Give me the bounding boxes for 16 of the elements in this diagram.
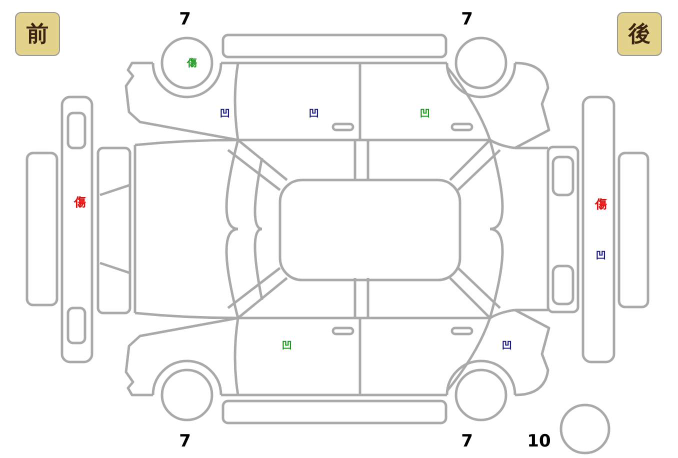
count-number: 7 <box>179 12 191 28</box>
direction-badge: 後 <box>617 12 662 56</box>
damage-mark: 凹 <box>282 342 292 352</box>
count-number: 7 <box>461 12 473 28</box>
count-number: 7 <box>461 434 473 450</box>
damage-mark: 凹 <box>309 110 319 120</box>
damage-mark: 凹 <box>420 110 430 120</box>
damage-mark: 傷 <box>595 198 607 210</box>
damage-mark: 凹 <box>596 252 606 262</box>
damage-mark: 傷 <box>74 196 86 208</box>
damage-mark: 凹 <box>502 342 512 352</box>
damage-mark: 傷 <box>187 59 197 69</box>
damage-mark: 凹 <box>220 110 230 120</box>
direction-badge: 前 <box>15 12 60 56</box>
count-number: 10 <box>527 434 551 450</box>
count-number: 7 <box>179 434 191 450</box>
